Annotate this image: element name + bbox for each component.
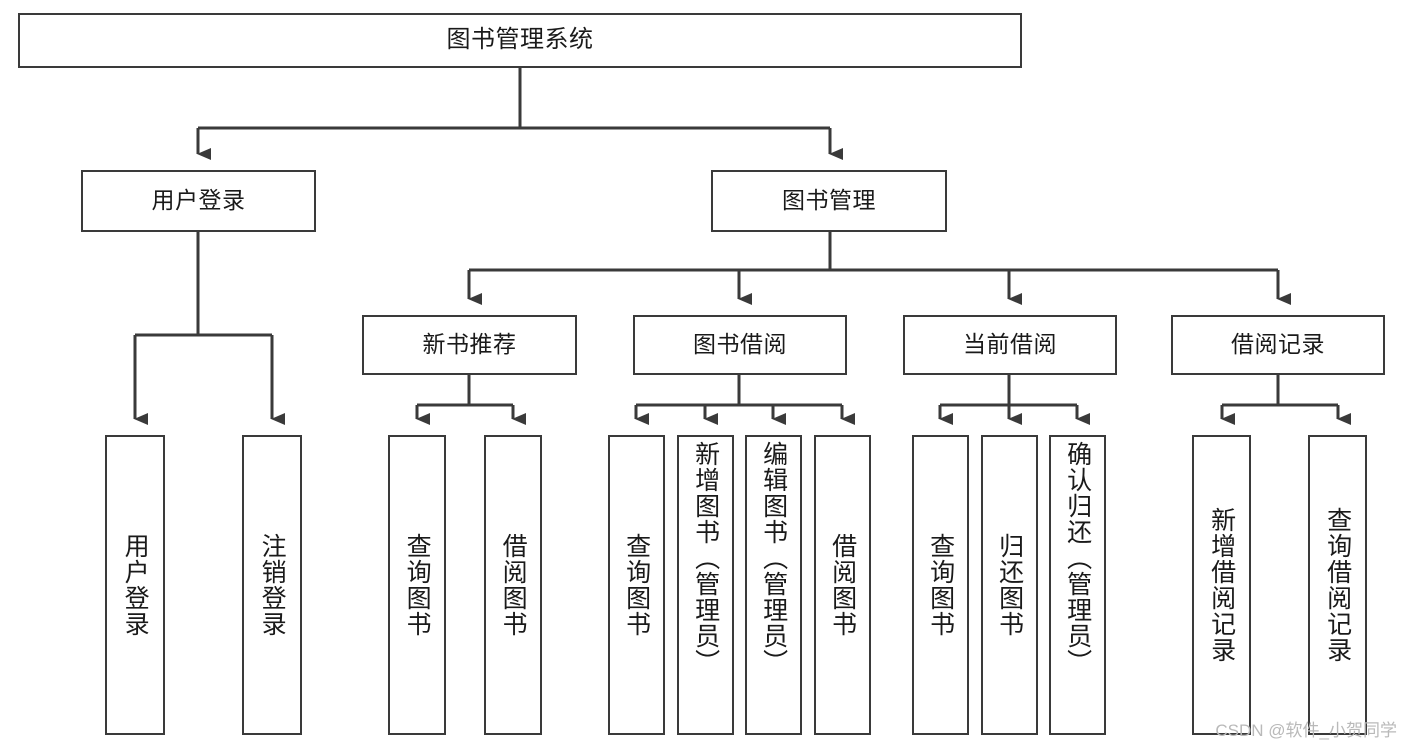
node-leaf-borrow-book-recommendation[interactable]: 借阅图书 bbox=[484, 435, 542, 735]
node-new-book-recommendation[interactable]: 新书推荐 bbox=[362, 315, 577, 375]
node-label: 新书推荐 bbox=[422, 331, 517, 358]
node-leaf-query-book-borrow[interactable]: 查询图书 bbox=[608, 435, 665, 735]
node-label: 借阅图书 bbox=[828, 533, 857, 637]
node-leaf-confirm-return[interactable]: 确认归还（管理员） bbox=[1049, 435, 1106, 735]
node-label: 当前借阅 bbox=[963, 331, 1057, 358]
node-label: 新增借阅记录 bbox=[1207, 507, 1236, 663]
node-label: 用户登录 bbox=[121, 533, 150, 637]
node-leaf-query-book-recommendation[interactable]: 查询图书 bbox=[388, 435, 446, 735]
node-label: 确认归还（管理员） bbox=[1063, 441, 1092, 675]
node-label: 注销登录 bbox=[258, 533, 287, 637]
node-book-borrow[interactable]: 图书借阅 bbox=[633, 315, 847, 375]
node-leaf-add-book[interactable]: 新增图书（管理员） bbox=[677, 435, 734, 735]
node-leaf-query-borrow-record[interactable]: 查询借阅记录 bbox=[1308, 435, 1367, 735]
node-label: 图书管理 bbox=[782, 187, 876, 214]
node-label: 图书管理系统 bbox=[446, 26, 594, 54]
node-borrow-record[interactable]: 借阅记录 bbox=[1171, 315, 1385, 375]
node-current-borrow[interactable]: 当前借阅 bbox=[903, 315, 1117, 375]
node-label: 图书借阅 bbox=[693, 331, 787, 358]
csdn-watermark: CSDN @软件_小贺同学 bbox=[1215, 721, 1397, 740]
node-label: 借阅图书 bbox=[499, 533, 528, 637]
node-label: 借阅记录 bbox=[1231, 331, 1325, 358]
node-label: 查询图书 bbox=[622, 533, 651, 637]
node-leaf-query-book-current[interactable]: 查询图书 bbox=[912, 435, 969, 735]
node-leaf-user-login[interactable]: 用户登录 bbox=[105, 435, 165, 735]
node-leaf-add-borrow-record[interactable]: 新增借阅记录 bbox=[1192, 435, 1251, 735]
node-label: 用户登录 bbox=[151, 187, 246, 214]
node-leaf-edit-book[interactable]: 编辑图书（管理员） bbox=[745, 435, 802, 735]
node-leaf-return-book[interactable]: 归还图书 bbox=[981, 435, 1038, 735]
node-user-login[interactable]: 用户登录 bbox=[81, 170, 316, 232]
node-label: 查询借阅记录 bbox=[1323, 507, 1352, 663]
node-leaf-borrow-book[interactable]: 借阅图书 bbox=[814, 435, 871, 735]
node-leaf-logout[interactable]: 注销登录 bbox=[242, 435, 302, 735]
node-label: 新增图书（管理员） bbox=[691, 441, 720, 675]
node-label: 查询图书 bbox=[926, 533, 955, 637]
node-label: 归还图书 bbox=[995, 533, 1024, 637]
node-book-manage[interactable]: 图书管理 bbox=[711, 170, 947, 232]
node-label: 查询图书 bbox=[403, 533, 432, 637]
node-root-system[interactable]: 图书管理系统 bbox=[18, 13, 1022, 68]
node-label: 编辑图书（管理员） bbox=[759, 441, 788, 675]
